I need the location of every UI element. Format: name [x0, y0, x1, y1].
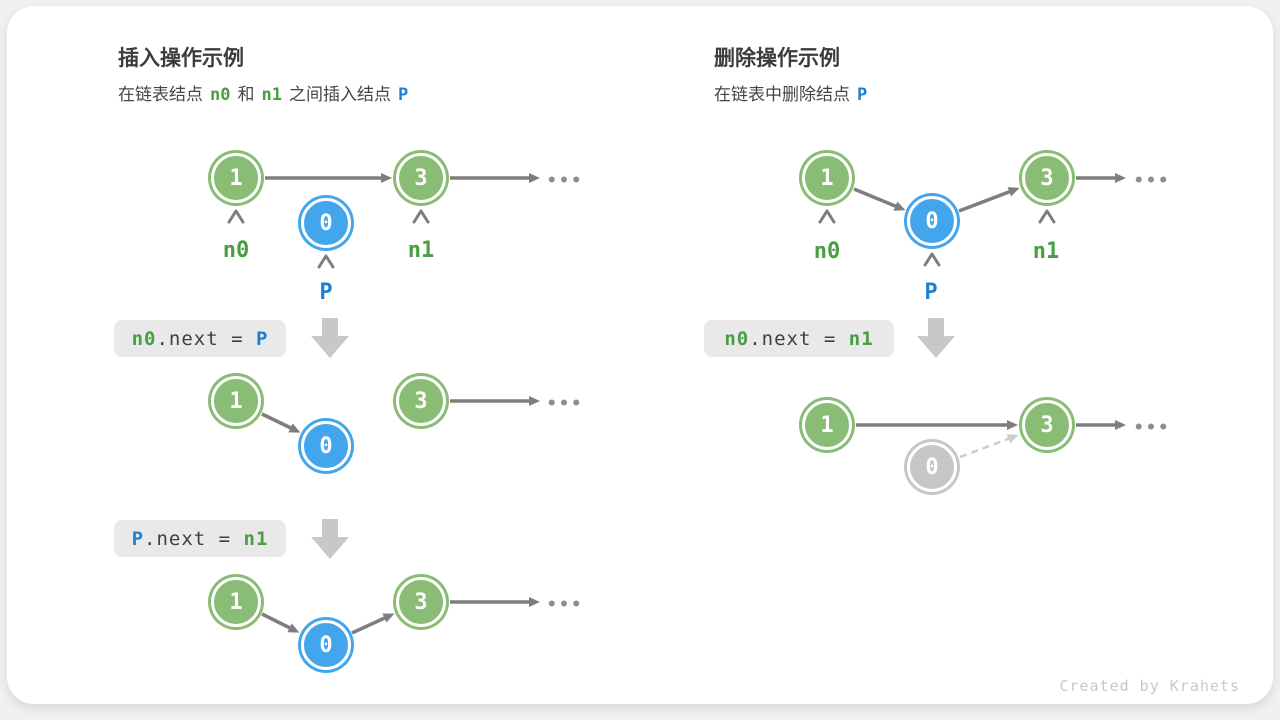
subtitle-text: 在链表中删除结点 — [714, 85, 850, 104]
code-token: n1 — [848, 327, 874, 350]
token-n0: n0 — [210, 85, 231, 105]
code-token: n0 — [131, 327, 157, 350]
code-label-delete-step1: n0.next = n1 — [704, 320, 894, 357]
code-token: P — [255, 327, 269, 350]
code-token: n0 — [724, 327, 750, 350]
subtitle-text: 和 — [237, 85, 255, 104]
ellipsis: ••• — [546, 394, 584, 414]
code-text: .next = — [749, 327, 849, 350]
token-n1: n1 — [261, 85, 282, 105]
node-value-3: 3 — [396, 376, 446, 426]
arrow-insert3-p-n1 — [351, 613, 395, 635]
node-value-0: 0 — [301, 198, 351, 248]
caret-up-icon — [1038, 209, 1056, 224]
subtitle-text: 在链表结点 — [118, 85, 203, 104]
insert-title: 插入操作示例 — [118, 47, 244, 70]
node-value-1: 1 — [211, 577, 261, 627]
arrow-insert2-n0-p — [261, 412, 301, 433]
code-token: n1 — [243, 527, 269, 550]
arrow-delete1-p-n1 — [958, 187, 1020, 213]
node-value-1: 1 — [802, 400, 852, 450]
pointer-label-n0: n0 — [813, 239, 841, 264]
pointer-label-n1: n1 — [407, 238, 435, 263]
ellipsis: ••• — [1133, 171, 1171, 191]
arrow-insert3-n0-p — [261, 612, 300, 633]
caret-up-icon — [412, 209, 430, 224]
node-value-3: 3 — [396, 577, 446, 627]
delete-subtitle: 在链表中删除结点 P — [714, 80, 874, 105]
pointer-label-p: P — [319, 280, 333, 305]
pointer-label-n0: n0 — [222, 238, 250, 263]
caret-up-icon — [227, 209, 245, 224]
arrow-delete1-n0-p — [853, 187, 906, 211]
arrow-delete2-removed-dashed — [959, 434, 1019, 459]
node-value-0-removed: 0 — [907, 442, 957, 492]
caret-up-icon — [317, 254, 335, 269]
ellipsis: ••• — [546, 171, 584, 191]
node-value-3: 3 — [1022, 153, 1072, 203]
token-p: P — [857, 85, 868, 105]
code-token: P — [131, 527, 145, 550]
step-down-arrow-icon — [311, 318, 349, 358]
step-down-arrow-icon — [917, 318, 955, 358]
watermark: Created by Krahets — [1059, 677, 1240, 695]
delete-title: 删除操作示例 — [714, 47, 840, 70]
node-value-1: 1 — [211, 376, 261, 426]
node-value-0: 0 — [301, 620, 351, 670]
step-down-arrow-icon — [311, 519, 349, 559]
code-text: .next = — [156, 327, 256, 350]
ellipsis: ••• — [546, 595, 584, 615]
insert-subtitle: 在链表结点 n0 和 n1 之间插入结点 P — [118, 80, 415, 105]
pointer-label-n1: n1 — [1032, 239, 1060, 264]
code-text: .next = — [144, 527, 244, 550]
node-value-3: 3 — [396, 153, 446, 203]
node-value-0: 0 — [301, 421, 351, 471]
pointer-label-p: P — [924, 280, 938, 305]
node-value-0: 0 — [907, 196, 957, 246]
subtitle-text: 之间插入结点 — [288, 85, 391, 104]
ellipsis: ••• — [1133, 418, 1171, 438]
code-label-insert-step1: n0.next = P — [114, 320, 286, 357]
node-value-1: 1 — [802, 153, 852, 203]
node-value-1: 1 — [211, 153, 261, 203]
caret-up-icon — [818, 209, 836, 224]
node-value-3: 3 — [1022, 400, 1072, 450]
code-label-insert-step2: P.next = n1 — [114, 520, 286, 557]
token-p: P — [397, 85, 409, 105]
caret-up-icon — [923, 252, 941, 267]
